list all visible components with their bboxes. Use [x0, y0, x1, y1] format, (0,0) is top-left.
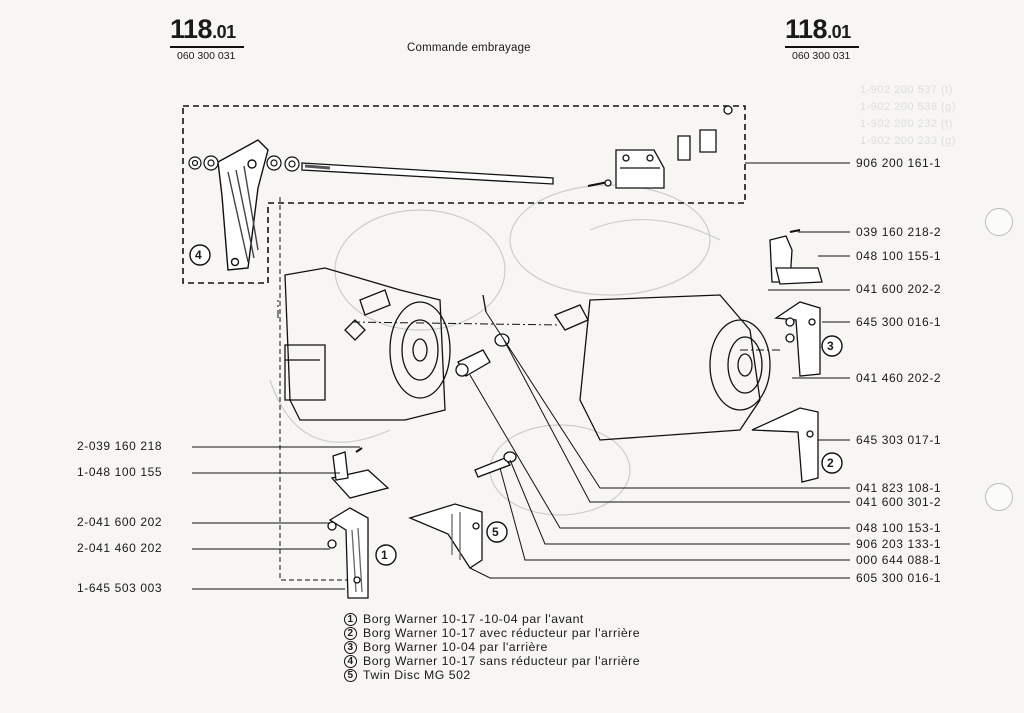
part-label-right: 048 100 155-1 — [856, 249, 942, 263]
punch-hole — [985, 483, 1013, 511]
part-label-left: 1-645 503 003 — [77, 581, 163, 595]
callout-4: 4 — [195, 248, 203, 262]
callout-1: 1 — [381, 548, 389, 562]
part-label-left: 2-039 160 218 — [77, 439, 163, 453]
part-label-left: 1-048 100 155 — [77, 465, 163, 479]
show-through-text: 1-902 200 537 (t)1-902 200 538 (g)1-902 … — [860, 84, 956, 147]
bracket-5 — [408, 503, 483, 569]
part-label-right: 906 203 133-1 — [856, 537, 942, 551]
callout-2: 2 — [827, 456, 835, 470]
part-label-right: 041 823 108-1 — [856, 481, 942, 495]
left-gearbox — [284, 267, 451, 421]
header-rule-left — [170, 46, 244, 48]
part-label-right: 041 460 202-2 — [856, 371, 942, 385]
page-title: Commande embrayage — [407, 42, 531, 54]
bracket-1 — [327, 447, 390, 599]
page-number-right: 118.01 — [785, 14, 851, 44]
lever-4 — [217, 139, 269, 271]
ref-code-right: 060 300 031 — [792, 50, 851, 62]
part-label-right: 048 100 153-1 — [856, 521, 942, 535]
punch-hole — [985, 208, 1013, 236]
part-label-right: 039 160 218-2 — [856, 225, 942, 239]
left-leaders — [192, 446, 360, 590]
right-leaders — [469, 231, 850, 579]
page-number-left: 118.01 — [170, 14, 236, 44]
hinge-bracket — [587, 105, 733, 189]
part-label-right: 041 600 301-2 — [856, 495, 942, 509]
part-label-right: 041 600 202-2 — [856, 282, 942, 296]
callouts — [189, 244, 843, 566]
part-label-left: 2-041 460 202 — [77, 541, 163, 555]
part-label-right: 000 644 088-1 — [856, 553, 942, 567]
part-label-right: 605 300 016-1 — [856, 571, 942, 585]
part-label-right: 906 200 161-1 — [856, 156, 942, 170]
part-label-right: 645 300 016-1 — [856, 315, 942, 329]
group-4-dashed-frame — [182, 105, 746, 284]
linkage-parts — [455, 294, 517, 478]
ref-code-left: 060 300 031 — [177, 50, 236, 62]
callout-5: 5 — [492, 525, 500, 539]
header-rule-right — [785, 46, 859, 48]
right-gearbox — [554, 294, 771, 441]
dashed-guides — [279, 197, 358, 581]
part-label-right: 645 303 017-1 — [856, 433, 942, 447]
part-label-left: 2-041 600 202 — [77, 515, 163, 529]
nuts — [188, 155, 300, 172]
control-rod — [301, 162, 554, 185]
bracket-2 — [751, 407, 819, 483]
assembly-lines — [277, 300, 780, 351]
bracket-3 — [769, 229, 823, 377]
callout-3: 3 — [827, 339, 835, 353]
